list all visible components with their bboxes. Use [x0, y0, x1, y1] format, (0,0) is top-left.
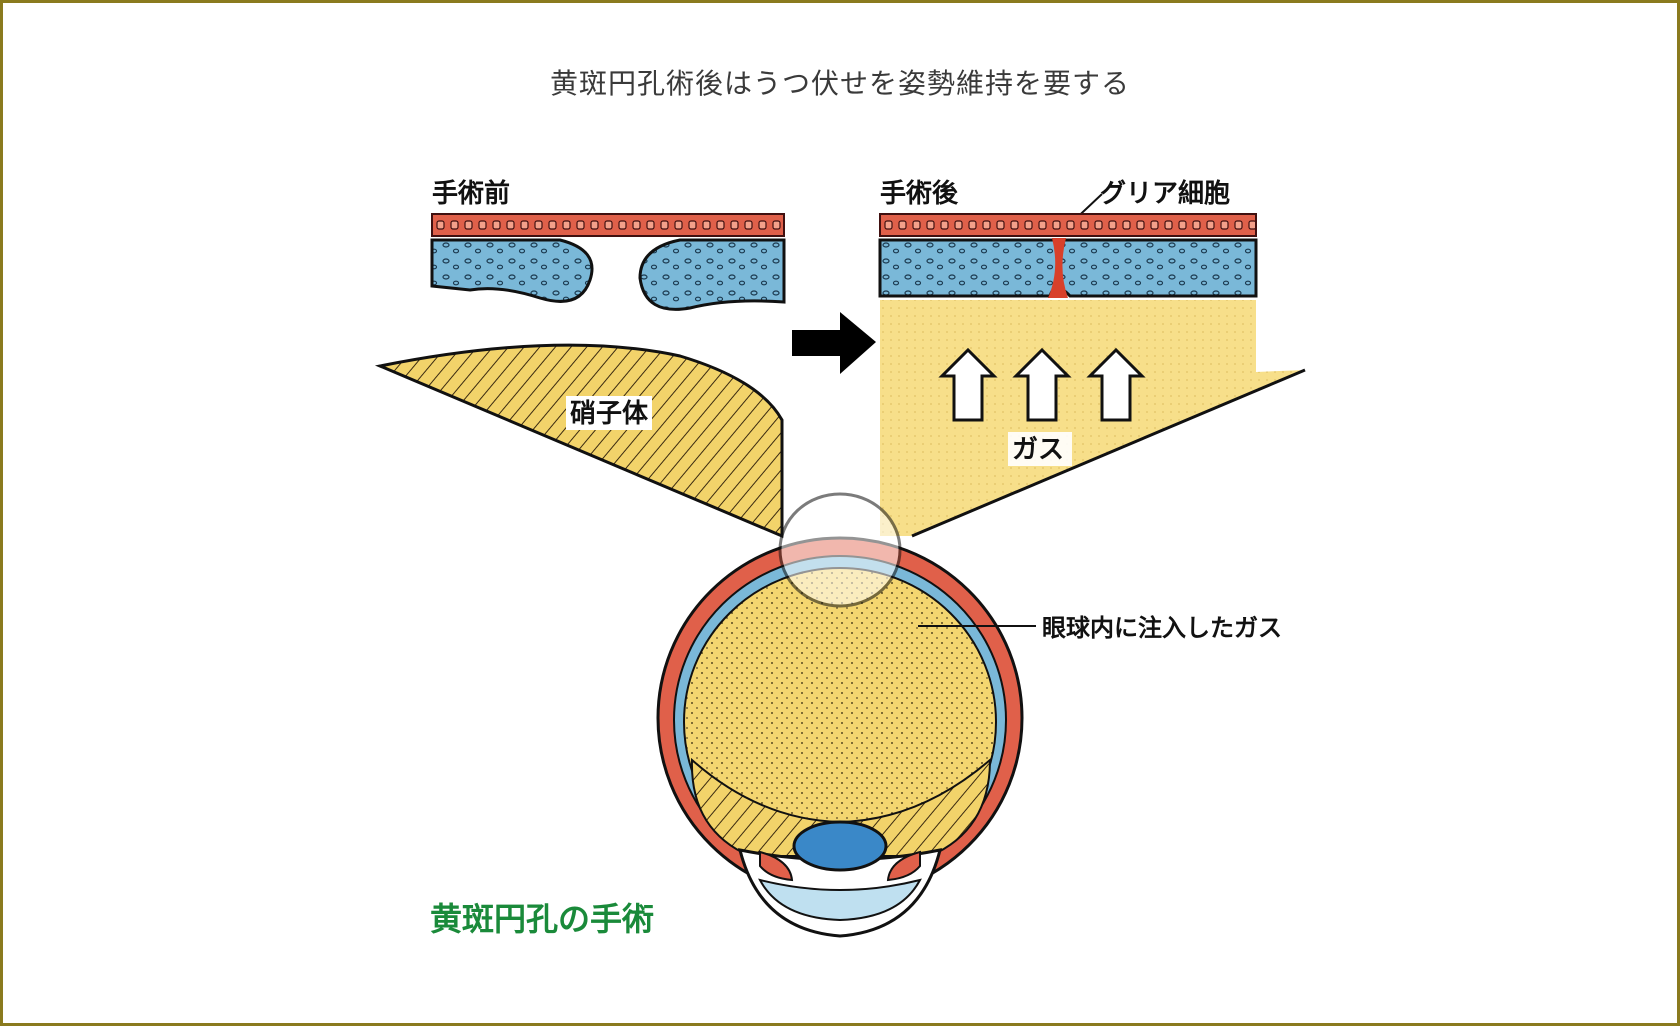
- up-arrow-icon: [938, 347, 998, 422]
- glial-scar: [1048, 238, 1068, 298]
- up-arrow-icon: [1086, 347, 1146, 422]
- illustration-title: 黄斑円孔の手術: [430, 900, 654, 938]
- right-arrow-icon: [792, 312, 876, 374]
- vitreous-label-bg: [566, 396, 652, 430]
- gas-region: [880, 300, 1305, 536]
- eyeball: [656, 536, 1024, 938]
- vitreous-wedge: [374, 343, 784, 539]
- label-gas: ガス: [1012, 435, 1064, 465]
- gas-label-bg: [1008, 432, 1072, 466]
- label-after-surgery: 手術後: [880, 178, 959, 209]
- label-before-surgery: 手術前: [432, 178, 510, 209]
- magnifier-circle: [778, 492, 902, 608]
- figure-caption: 黄斑円孔術後はうつ伏せを姿勢維持を要する: [549, 67, 1130, 100]
- retina-right-before: [638, 238, 786, 311]
- label-vitreous: 硝子体: [570, 399, 649, 429]
- rpe-layer-before: [431, 213, 785, 237]
- retina-left-before: [430, 238, 594, 303]
- retina-after: [878, 238, 1258, 298]
- rpe-layer-after: [879, 213, 1257, 237]
- label-glial-cells: グリア細胞: [1100, 178, 1230, 209]
- gas-wedge-edge: [911, 368, 1306, 538]
- label-intraocular-gas: 眼球内に注入したガス: [1042, 614, 1282, 642]
- up-arrow-icon: [1012, 347, 1072, 422]
